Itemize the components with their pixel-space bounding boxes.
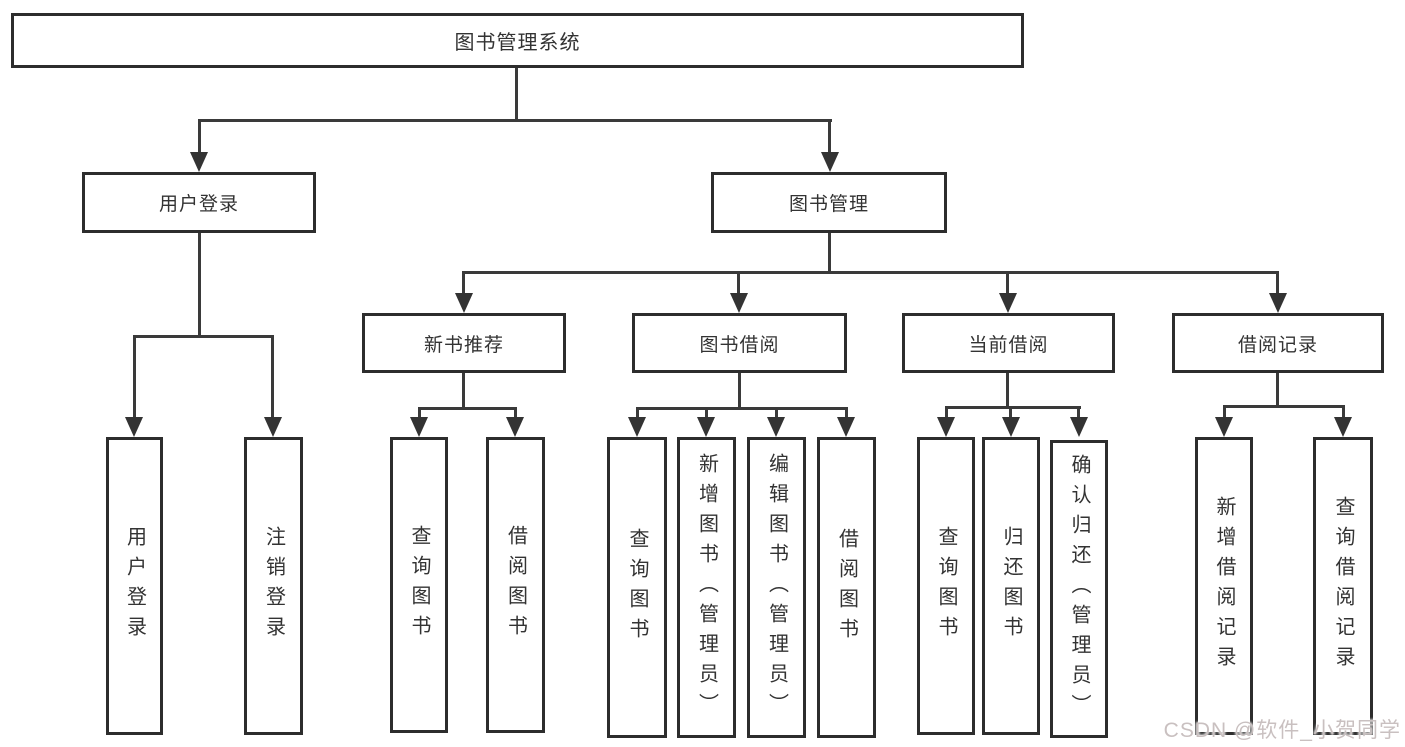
connector-drop-leaf: [1009, 406, 1012, 419]
leaf-borrow-query: 查询图书: [607, 437, 667, 738]
connector-current-bar: [945, 406, 1081, 409]
csdn-watermark: CSDN @软件_小贺同学: [1163, 719, 1401, 742]
connector-drop-leaf: [1342, 405, 1345, 419]
arrow-down-icon: [506, 417, 524, 437]
connector-drop-leaf: [845, 407, 848, 419]
arrow-down-icon: [1269, 293, 1287, 313]
arrow-down-icon: [767, 417, 785, 437]
arrow-down-icon: [264, 417, 282, 437]
leaf-record-query: 查询借阅记录: [1313, 437, 1373, 735]
connector-bookmgmt-bar: [462, 271, 1279, 274]
leaf-user-login: 用户登录: [106, 437, 163, 735]
arrow-down-icon: [821, 152, 839, 172]
connector-root-bar: [198, 119, 832, 122]
connector-drop-leaf: [1077, 406, 1080, 419]
connector-userlogin-stem: [198, 233, 201, 338]
node-borrowing-records: 借阅记录: [1172, 313, 1384, 373]
arrow-down-icon: [410, 417, 428, 437]
arrow-down-icon: [1334, 417, 1352, 437]
arrow-down-icon: [697, 417, 715, 437]
connector-drop-leaf: [133, 335, 136, 419]
node-book-management: 图书管理: [711, 172, 947, 233]
arrow-down-icon: [730, 293, 748, 313]
connector-current-stem: [1006, 373, 1009, 409]
connector-newbook-stem: [462, 373, 465, 410]
connector-drop-leaf: [775, 407, 778, 419]
arrow-down-icon: [837, 417, 855, 437]
connector-borrowing-bar: [636, 407, 848, 410]
leaf-borrow-edit-admin: 编辑图书（管理员）: [747, 437, 806, 738]
leaf-logout: 注销登录: [244, 437, 303, 735]
connector-drop-level3: [737, 271, 740, 295]
connector-userlogin-bar: [133, 335, 274, 338]
leaf-current-confirm-admin: 确认归还（管理员）: [1050, 440, 1108, 738]
leaf-newbook-borrow: 借阅图书: [486, 437, 545, 733]
connector-records-bar: [1223, 405, 1345, 408]
connector-bookmgmt-stem: [828, 233, 831, 274]
leaf-current-query: 查询图书: [917, 437, 975, 735]
leaf-newbook-query: 查询图书: [390, 437, 448, 733]
arrow-down-icon: [125, 417, 143, 437]
node-user-login: 用户登录: [82, 172, 316, 233]
connector-drop-leaf: [514, 407, 517, 419]
connector-drop-level3: [462, 271, 465, 295]
arrow-down-icon: [1070, 417, 1088, 437]
connector-drop-leaf: [271, 335, 274, 419]
node-root-system: 图书管理系统: [11, 13, 1024, 68]
connector-root-stem: [515, 68, 518, 122]
connector-newbook-bar: [418, 407, 517, 410]
node-book-borrowing: 图书借阅: [632, 313, 847, 373]
leaf-borrow-add-admin: 新增图书（管理员）: [677, 437, 736, 738]
arrow-down-icon: [455, 293, 473, 313]
arrow-down-icon: [1215, 417, 1233, 437]
leaf-current-return: 归还图书: [982, 437, 1040, 735]
connector-drop-leaf: [418, 407, 421, 419]
connector-drop-book-mgmt: [828, 119, 831, 154]
connector-drop-level3: [1006, 271, 1009, 295]
connector-drop-user-login: [198, 119, 201, 154]
connector-drop-leaf: [705, 407, 708, 419]
connector-drop-leaf: [636, 407, 639, 419]
node-new-book-recommend: 新书推荐: [362, 313, 566, 373]
leaf-record-add: 新增借阅记录: [1195, 437, 1253, 735]
arrow-down-icon: [628, 417, 646, 437]
connector-drop-leaf: [945, 406, 948, 419]
arrow-down-icon: [1002, 417, 1020, 437]
arrow-down-icon: [937, 417, 955, 437]
connector-drop-level3: [1276, 271, 1279, 295]
connector-borrowing-stem: [738, 373, 741, 410]
connector-records-stem: [1276, 373, 1279, 408]
arrow-down-icon: [999, 293, 1017, 313]
arrow-down-icon: [190, 152, 208, 172]
connector-drop-leaf: [1223, 405, 1226, 419]
leaf-borrow-borrow: 借阅图书: [817, 437, 876, 738]
node-current-borrowing: 当前借阅: [902, 313, 1115, 373]
